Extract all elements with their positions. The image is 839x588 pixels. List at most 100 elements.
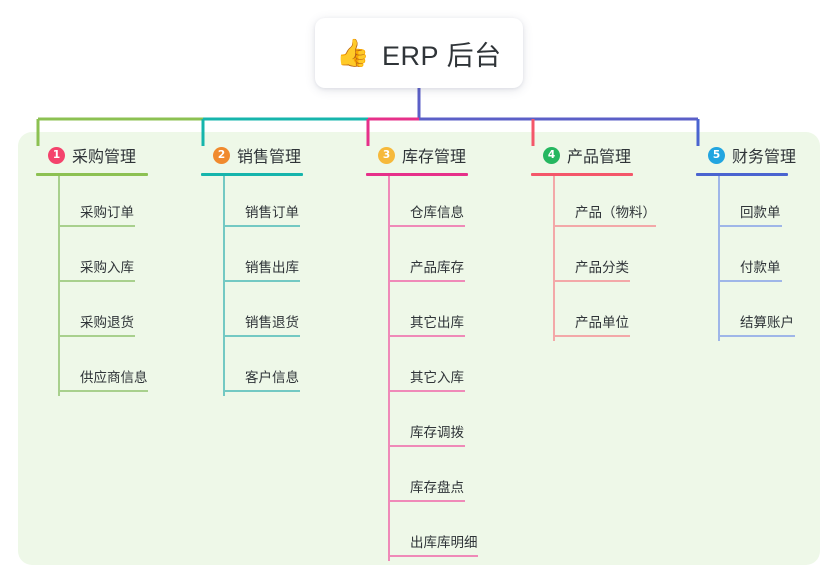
branch-item[interactable]: 回款单 [718, 176, 826, 231]
branch-item-list: 销售订单销售出库销售退货客户信息 [223, 176, 341, 396]
branch-header-1[interactable]: 1 采购管理 [48, 143, 186, 167]
branch-item-label: 付款单 [740, 260, 781, 275]
branch-item-label: 其它入库 [410, 370, 464, 385]
branch-item-underline [553, 280, 630, 282]
branch-item-underline [388, 555, 478, 557]
branch-item-underline [58, 280, 135, 282]
branch-header-underline [531, 173, 633, 176]
branch-item-label: 库存盘点 [410, 480, 464, 495]
branch-item-label: 库存调拨 [410, 425, 464, 440]
branch-item-label: 采购入库 [80, 260, 134, 275]
branch-item-underline [388, 445, 465, 447]
branch-title: 采购管理 [72, 149, 137, 166]
branch-item[interactable]: 库存调拨 [388, 396, 506, 451]
branch-item-list: 仓库信息产品库存其它出库其它入库库存调拨库存盘点出库库明细 [388, 176, 506, 561]
branch-item[interactable]: 产品单位 [553, 286, 671, 341]
branch-item[interactable]: 付款单 [718, 231, 826, 286]
branch-spine [718, 176, 720, 341]
branch-item[interactable]: 产品库存 [388, 231, 506, 286]
diagram-panel [18, 132, 820, 565]
branch-item-label: 仓库信息 [410, 205, 464, 220]
branch-header-underline [36, 173, 148, 176]
branch-item[interactable]: 其它入库 [388, 341, 506, 396]
branch-item-underline [223, 390, 300, 392]
branch-item-label: 产品单位 [575, 315, 629, 330]
branch-header-5[interactable]: 5 财务管理 [708, 143, 826, 167]
branch-item[interactable]: 销售出库 [223, 231, 341, 286]
branch-item-underline [58, 225, 135, 227]
branch-number-badge: 3 [378, 146, 395, 164]
branch-item-label: 销售退货 [245, 315, 299, 330]
branch-item[interactable]: 结算账户 [718, 286, 826, 341]
branch-title: 销售管理 [237, 149, 302, 166]
branch-spine [553, 176, 555, 341]
branch-item-underline [388, 225, 465, 227]
branch-item[interactable]: 其它出库 [388, 286, 506, 341]
branch-item-label: 其它出库 [410, 315, 464, 330]
branch-item-list: 回款单付款单结算账户 [718, 176, 826, 341]
branch-spine [388, 176, 390, 561]
branch-column-1: 1 采购管理采购订单采购入库采购退货供应商信息 [36, 143, 186, 396]
branch-item[interactable]: 采购入库 [58, 231, 186, 286]
branch-item[interactable]: 产品分类 [553, 231, 671, 286]
branch-item-label: 客户信息 [245, 370, 299, 385]
branch-item-underline [223, 280, 300, 282]
root-node-title: ERP 后台 [382, 40, 502, 71]
branch-item-label: 回款单 [740, 205, 781, 220]
root-node-erp-backend[interactable]: 👍 ERP 后台 [315, 18, 523, 88]
branch-item-underline [718, 225, 782, 227]
branch-column-2: 2 销售管理销售订单销售出库销售退货客户信息 [201, 143, 341, 396]
branch-title: 产品管理 [567, 149, 632, 166]
branch-item-list: 采购订单采购入库采购退货供应商信息 [58, 176, 186, 396]
branch-item-underline [388, 390, 465, 392]
branch-item-label: 采购订单 [80, 205, 134, 220]
branch-item-underline [718, 280, 782, 282]
branch-item[interactable]: 采购订单 [58, 176, 186, 231]
branch-title: 财务管理 [732, 149, 797, 166]
branch-item[interactable]: 出库库明细 [388, 506, 506, 561]
branch-item-label: 产品库存 [410, 260, 464, 275]
branch-item[interactable]: 客户信息 [223, 341, 341, 396]
branch-item-label: 产品（物料） [575, 205, 656, 220]
branch-item[interactable]: 销售订单 [223, 176, 341, 231]
branch-item[interactable]: 仓库信息 [388, 176, 506, 231]
branch-item[interactable]: 库存盘点 [388, 451, 506, 506]
branch-item-label: 产品分类 [575, 260, 629, 275]
branch-number-badge: 2 [213, 146, 230, 164]
branch-item-underline [553, 335, 630, 337]
branch-item-label: 供应商信息 [80, 370, 148, 385]
branch-header-underline [201, 173, 303, 176]
branch-item-underline [58, 335, 135, 337]
branch-item[interactable]: 供应商信息 [58, 341, 186, 396]
branch-item-underline [223, 225, 300, 227]
branch-item-underline [388, 280, 465, 282]
branch-item-underline [388, 335, 465, 337]
branch-item-underline [58, 390, 148, 392]
branch-item-underline [223, 335, 300, 337]
branch-item-label: 采购退货 [80, 315, 134, 330]
branch-header-2[interactable]: 2 销售管理 [213, 143, 341, 167]
branch-number-badge: 1 [48, 146, 65, 164]
branch-column-5: 5 财务管理回款单付款单结算账户 [696, 143, 826, 341]
branch-spine [58, 176, 60, 396]
branch-item-underline [553, 225, 657, 227]
branch-item[interactable]: 产品（物料） [553, 176, 671, 231]
branch-header-underline [696, 173, 788, 176]
branch-spine [223, 176, 225, 396]
branch-item-label: 销售出库 [245, 260, 299, 275]
branch-item-list: 产品（物料） 产品分类产品单位 [553, 176, 671, 341]
branch-item[interactable]: 销售退货 [223, 286, 341, 341]
branch-item-underline [388, 500, 465, 502]
branch-number-badge: 5 [708, 146, 725, 164]
branch-item-underline [718, 335, 795, 337]
branch-item[interactable]: 采购退货 [58, 286, 186, 341]
thumbs-up-icon: 👍 [336, 37, 371, 69]
branch-item-label: 出库库明细 [410, 535, 478, 550]
branch-item-label: 结算账户 [740, 315, 794, 330]
